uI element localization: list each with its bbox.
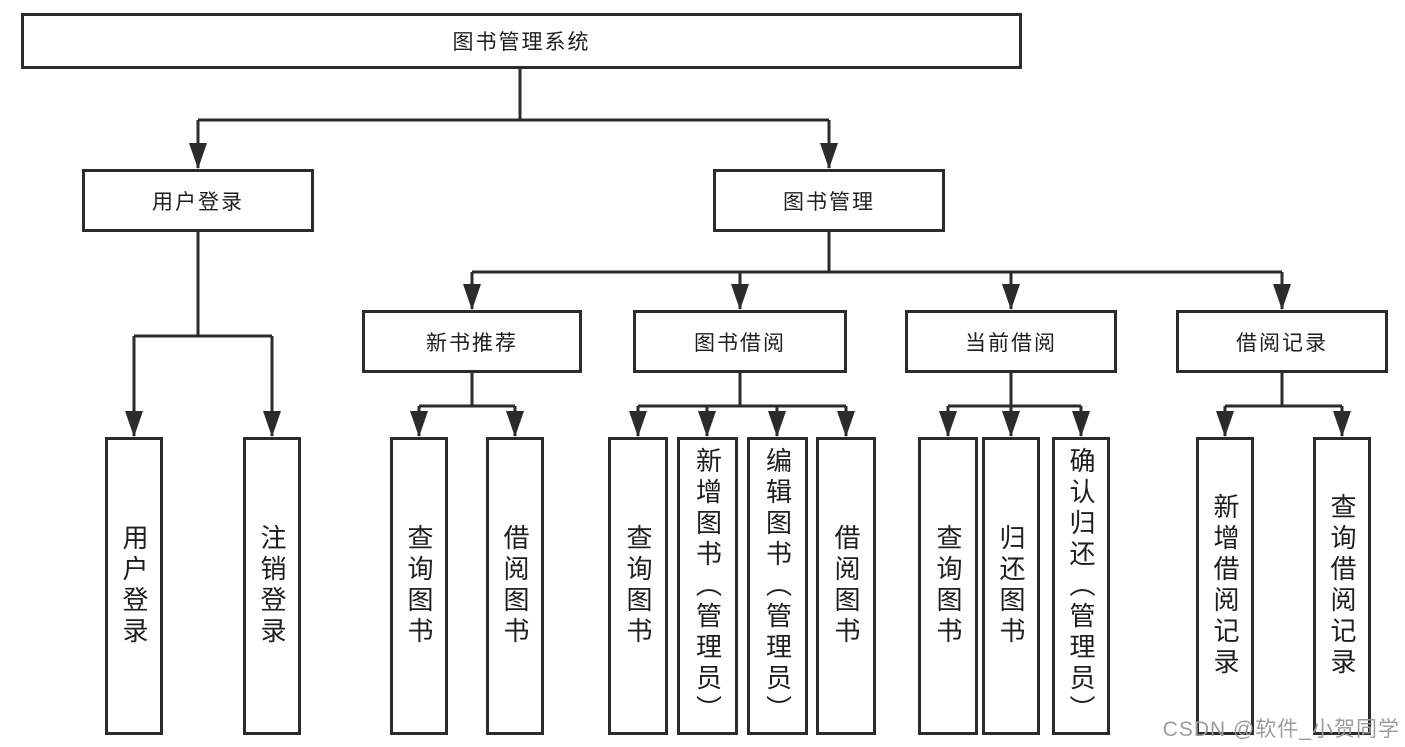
leaf-query-books-recommend: 查询图书 [390,437,448,735]
node-library-system: 图书管理系统 [21,13,1022,69]
node-book-management: 图书管理 [713,169,945,232]
leaf-confirm-return-admin: 确认归还（管理员） [1052,437,1110,735]
leaf-edit-books-admin: 编辑图书（管理员） [747,437,808,735]
node-book-borrowing: 图书借阅 [633,310,847,373]
node-user-login: 用户登录 [82,169,314,232]
connector-book-management [463,232,1291,310]
leaf-borrow-books-recommend: 借阅图书 [486,437,544,735]
leaf-logout-login: 注销登录 [243,437,301,735]
node-borrowing-records: 借阅记录 [1176,310,1388,373]
leaf-query-books-current: 查询图书 [918,437,978,735]
node-new-book-recommend: 新书推荐 [362,310,582,373]
connector-root [189,69,838,169]
leaf-return-books: 归还图书 [982,437,1040,735]
leaf-borrow-books-borrowing: 借阅图书 [816,437,876,735]
watermark: CSDN @软件_小贺同学 [1162,718,1400,741]
leaf-query-borrow-record: 查询借阅记录 [1313,437,1371,735]
connector-current-borrowing [939,373,1090,437]
leaf-add-books-admin: 新增图书（管理员） [677,437,738,735]
leaf-user-login: 用户登录 [105,437,163,735]
connector-user-login [125,232,281,437]
connector-book-borrowing [629,373,855,437]
leaf-add-borrow-record: 新增借阅记录 [1196,437,1254,735]
connector-new-book-recommend [410,373,524,437]
node-current-borrowing: 当前借阅 [905,310,1117,373]
connector-borrowing-records [1216,373,1351,437]
leaf-query-books-borrowing: 查询图书 [608,437,668,735]
